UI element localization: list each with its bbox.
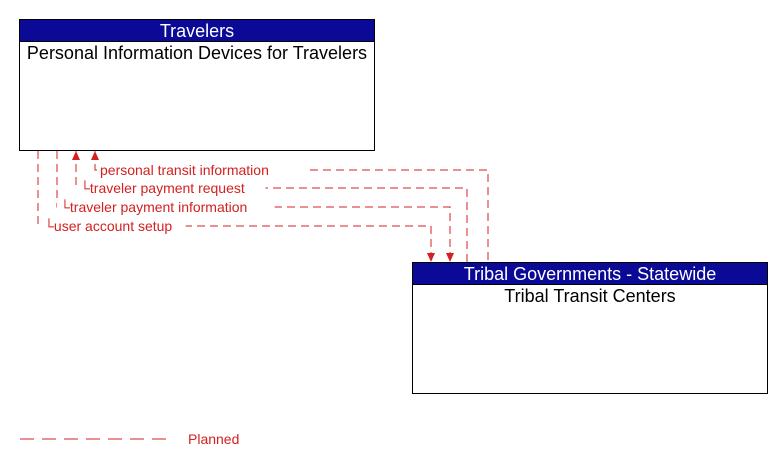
flow-traveler-payment-information[interactable]: └traveler payment information — [56, 151, 454, 262]
flow-label-bg — [77, 179, 266, 195]
flow-line — [37, 151, 432, 262]
flows-layer: personal transit information └traveler pa… — [37, 151, 489, 262]
flow-line — [75, 151, 468, 262]
flow-label: └user account setup — [44, 218, 172, 234]
flow-label: └traveler payment information — [60, 199, 247, 215]
legend-planned-label: Planned — [188, 431, 240, 447]
node-tribal-transit-centers[interactable]: Tribal Governments - Statewide Tribal Tr… — [412, 262, 768, 394]
flow-label-bg — [57, 198, 275, 214]
flow-label: personal transit information — [100, 162, 269, 178]
flow-traveler-payment-request[interactable]: └traveler payment request — [72, 151, 468, 262]
arrow-up-icon — [91, 151, 99, 160]
arrow-down-icon — [427, 253, 435, 262]
arrow-down-icon — [446, 253, 454, 262]
node-title-tribal-transit-centers: Tribal Transit Centers — [504, 286, 676, 306]
flow-personal-transit-information[interactable]: personal transit information — [91, 151, 489, 262]
arrow-up-icon — [72, 151, 80, 160]
node-title-personal-information-devices: Personal Information Devices for Travele… — [26, 43, 368, 63]
flow-label-bg — [41, 217, 186, 233]
flow-user-account-setup[interactable]: └user account setup — [37, 151, 435, 262]
node-header-travelers: Travelers — [20, 20, 374, 42]
flow-label: └traveler payment request — [80, 180, 245, 196]
flow-label-bg — [97, 161, 308, 177]
node-personal-information-devices[interactable]: Travelers Personal Information Devices f… — [19, 19, 375, 151]
node-header-tribal-governments: Tribal Governments - Statewide — [413, 263, 767, 285]
